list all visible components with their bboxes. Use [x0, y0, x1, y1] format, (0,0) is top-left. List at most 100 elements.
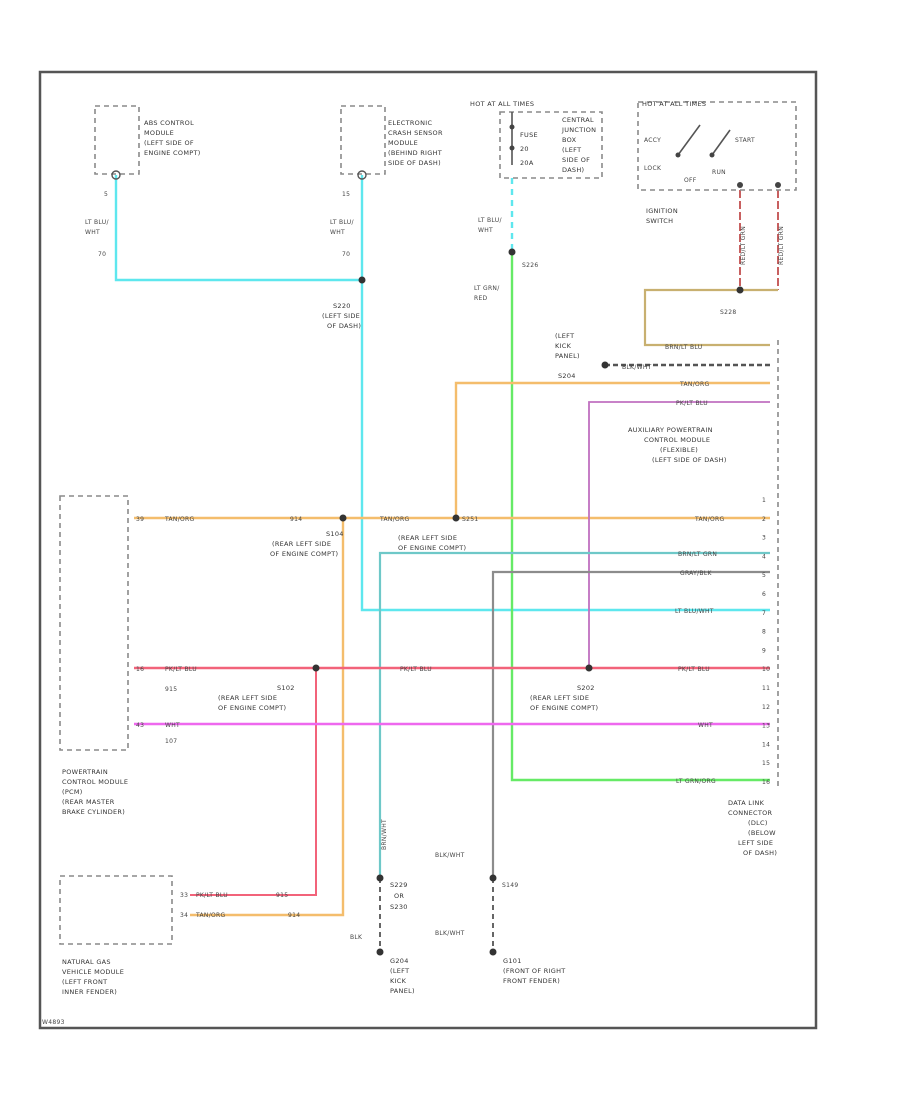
- dlc-pin-6: 6: [762, 591, 766, 598]
- ecsm-circ: 70: [342, 251, 350, 258]
- mid-pkltblu-label: PK/LT BLU: [400, 666, 432, 673]
- splice-s226: [508, 248, 516, 256]
- dlc-wht-label: WHT: [698, 722, 713, 729]
- ground-g204: [376, 948, 384, 956]
- ign-node-3: [737, 182, 743, 188]
- dlc-pin-4: 4: [762, 553, 766, 560]
- wire-gray: [491, 570, 770, 878]
- ngv-box: [59, 875, 173, 945]
- fuse-label: FUSE 20 20A: [520, 131, 540, 167]
- cjb-wire-label: LT BLU/ WHT: [478, 217, 504, 234]
- fuse-node-bot: [509, 145, 515, 151]
- apcm-label: AUXILIARY POWERTRAIN CONTROL MODULE (FLE…: [628, 426, 727, 464]
- ecsm-label: ELECTRONIC CRASH SENSOR MODULE (BEHIND R…: [388, 119, 445, 167]
- ign-node-4: [775, 182, 781, 188]
- ecsm-pin: 15: [342, 191, 350, 198]
- splice-s251: [452, 514, 460, 522]
- ign-pos-accy: ACCY: [644, 137, 661, 144]
- splice-s104: [339, 514, 347, 522]
- ign-pos-start: START: [735, 137, 755, 144]
- blk-wht-wire-label: BLK/WHT: [622, 364, 652, 371]
- abs-module-box: [94, 105, 140, 175]
- ign-pos-lock: LOCK: [644, 165, 662, 172]
- dlc-pin-16: 16: [762, 779, 770, 786]
- green-wire-label: LT GRN/ RED: [474, 285, 502, 302]
- g204-label: G204 (LEFT KICK PANEL): [390, 957, 415, 995]
- purple-label: PK/LT BLU: [676, 400, 708, 407]
- ngv-label: NATURAL GAS VEHICLE MODULE (LEFT FRONT I…: [62, 958, 126, 996]
- ngv-wire-tanorg: TAN/ORG: [195, 912, 226, 919]
- teal-label: BRN/LT GRN: [678, 551, 717, 558]
- ign-switch-label: IGNITION SWITCH: [646, 207, 680, 225]
- pcm-wire-tanorg: TAN/ORG: [164, 516, 195, 523]
- wire-ign1-label: RED/LT GRN: [740, 226, 747, 265]
- gray-blkwht-1: BLK/WHT: [435, 852, 465, 859]
- orange-upper-label: TAN/ORG: [679, 381, 710, 388]
- ecsm-box: [340, 105, 386, 175]
- abs-label: ABS CONTROL MODULE (LEFT SIDE OF ENGINE …: [144, 119, 201, 157]
- dlc-pkltblu-label: PK/LT BLU: [678, 666, 710, 673]
- diagram-frame: [38, 70, 818, 1030]
- s251-label: S251: [462, 516, 478, 523]
- cjb-box: [499, 111, 603, 179]
- dlc-pin-12: 12: [762, 704, 770, 711]
- ign-node-1: [675, 152, 681, 158]
- ngv-pin-34: 34: [180, 912, 188, 919]
- ngv-circ-914: 914: [288, 912, 300, 919]
- dlc-green-label: LT GRN/ORG: [676, 778, 716, 785]
- wire-olive: [643, 288, 778, 347]
- wire-purple: [588, 401, 770, 668]
- wire-ign2-label: RED/LT GRN: [778, 226, 785, 265]
- pcm-wire-pkltblu: PK/LT BLU: [165, 666, 197, 673]
- splice-s220: [358, 276, 366, 284]
- cyan-dlc-label: LT BLU/WHT: [675, 608, 714, 615]
- olive-wire-label: BRN/LT BLU: [665, 344, 702, 351]
- ign-contact-2: [711, 129, 731, 156]
- wire-cyan-ecsm: [360, 175, 770, 612]
- dlc-pin-2: 2: [762, 516, 766, 523]
- cjb-hot-label: HOT AT ALL TIMES: [470, 100, 534, 108]
- ngv-wire-pkltblu: PK/LT BLU: [196, 892, 228, 899]
- dlc-pin-5: 5: [762, 572, 766, 579]
- dlc-pin-13: 13: [762, 723, 770, 730]
- dlc-pin-7: 7: [762, 610, 766, 617]
- wire-teal: [378, 551, 770, 878]
- ngv-circ-915: 915: [276, 892, 288, 899]
- splice-s102: [312, 664, 320, 672]
- s104-label: S104 (REAR LEFT SIDE OF ENGINE COMPT): [270, 530, 346, 558]
- ign-node-2: [709, 152, 715, 158]
- splice-s202: [585, 664, 593, 672]
- teal-vertical-label: BRN/WHT: [381, 819, 388, 850]
- g101-label: G101 (FRONT OF RIGHT FRONT FENDER): [503, 957, 568, 985]
- s102-label: S102 (REAR LEFT SIDE OF ENGINE COMPT): [218, 684, 297, 712]
- footer-code: W4893: [42, 1019, 65, 1026]
- pcm-pin-43: 43: [136, 722, 144, 729]
- s216-label: (REAR LEFT SIDE OF ENGINE COMPT): [398, 534, 466, 552]
- fuse-node-top: [509, 124, 515, 130]
- ground-g101: [489, 948, 497, 956]
- abs-wire-label: LT BLU/ WHT: [85, 219, 111, 236]
- abs-pin: 5: [104, 191, 108, 198]
- ign-pos-run: RUN: [712, 169, 726, 176]
- dlc-pin-10: 10: [762, 666, 770, 673]
- cjb-label: CENTRAL JUNCTION BOX (LEFT SIDE OF DASH): [561, 116, 599, 174]
- dlc-pin-8: 8: [762, 629, 766, 636]
- wire-green: [510, 252, 770, 782]
- splice-s149: [489, 874, 497, 882]
- s220-label: S220 (LEFT SIDE OF DASH): [322, 302, 362, 330]
- abs-circ: 70: [98, 251, 106, 258]
- pcm-circ-915: 915: [165, 686, 177, 693]
- dlc-pin-14: 14: [762, 741, 770, 748]
- s228-label: S228: [720, 309, 736, 316]
- ecsm-wire-label: LT BLU/ WHT: [330, 219, 356, 236]
- ecsm-connector: [357, 170, 367, 180]
- ign-contact-1: [677, 124, 701, 156]
- dlc-tanorg-label: TAN/ORG: [694, 516, 725, 523]
- ignition-box: [637, 101, 797, 191]
- pcm-wire-wht: WHT: [165, 722, 180, 729]
- dlc-pin-3: 3: [762, 535, 766, 542]
- wire-red-ngv: [190, 668, 317, 896]
- gray-label: GRAY/BLK: [680, 570, 712, 577]
